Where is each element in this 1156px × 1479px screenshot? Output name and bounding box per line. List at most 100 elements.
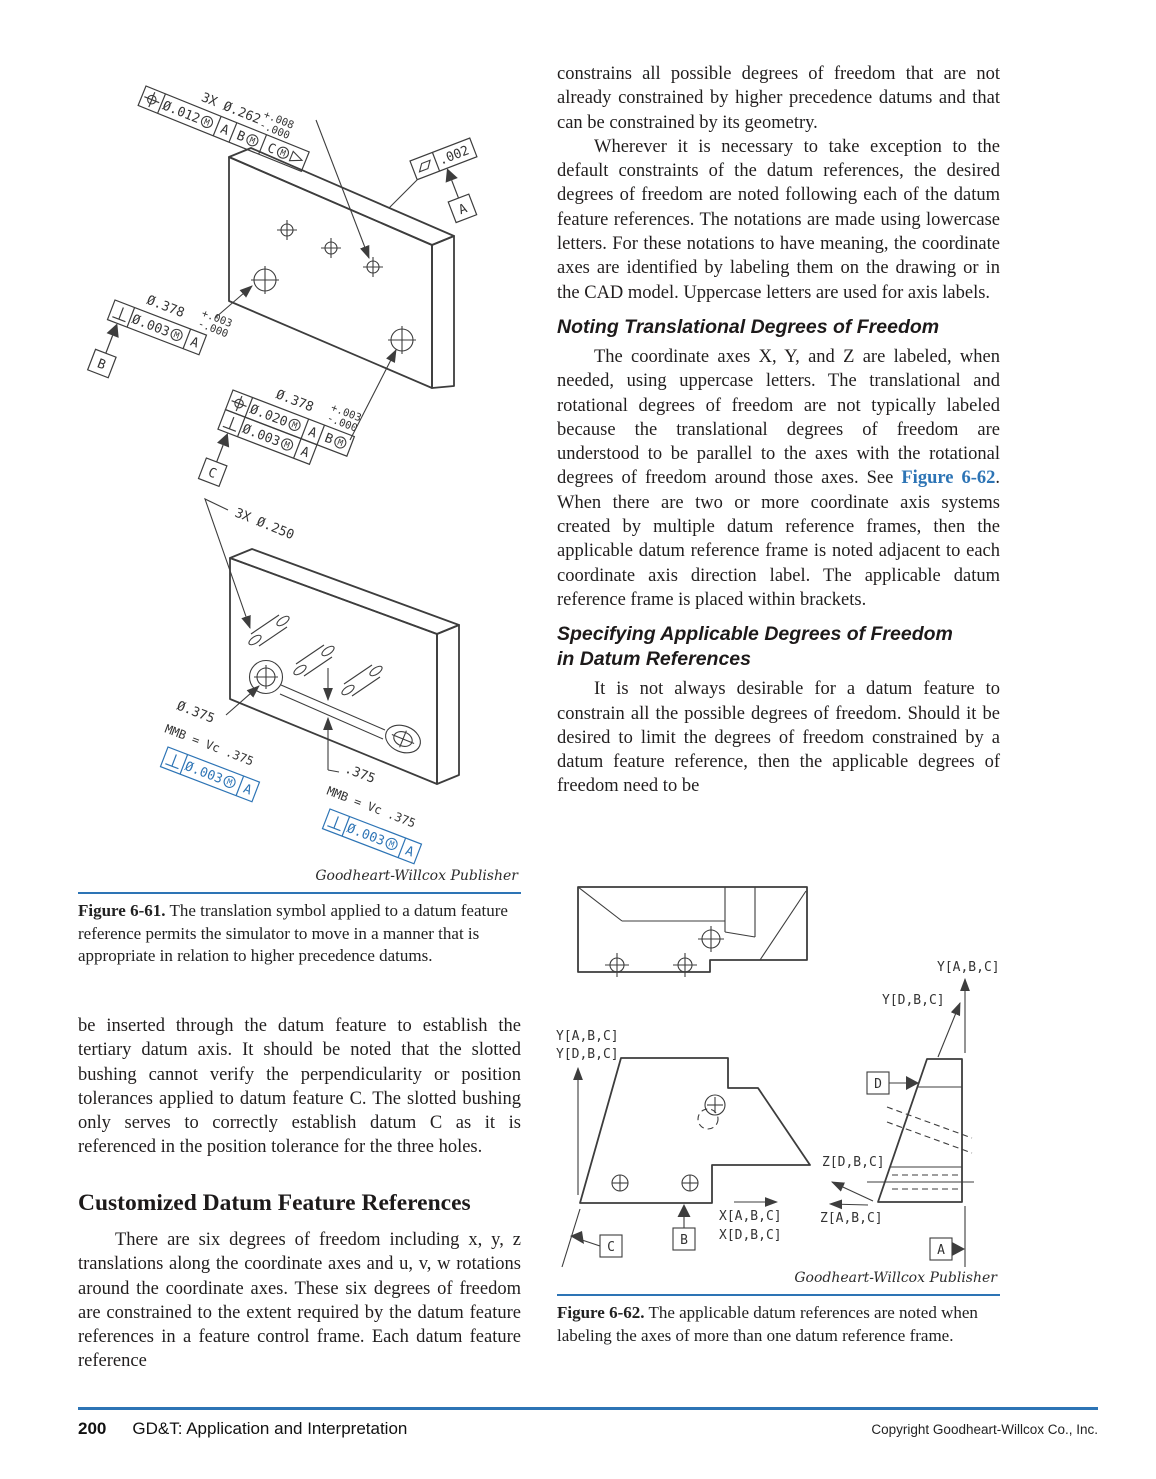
flatness-tolerance: .002 bbox=[437, 143, 472, 168]
figure-6-61-caption-label: Figure 6-61. bbox=[78, 901, 166, 920]
paragraph: Wherever it is necessary to take excepti… bbox=[557, 136, 1000, 303]
svg-text:M: M bbox=[248, 136, 256, 147]
position-symbol-icon bbox=[144, 92, 160, 108]
fcf-datum-a: A bbox=[218, 122, 231, 139]
figure-reference-link[interactable]: Figure 6-62 bbox=[901, 468, 996, 489]
paragraph: constrains all possible degrees of freed… bbox=[557, 64, 1000, 133]
front-view: Y[A,B,C] Y[D,B,C] X[A,B,C] X[D,B,C] B C bbox=[556, 1029, 811, 1268]
paragraph-text: . When there are two or more coordinate … bbox=[557, 468, 1001, 610]
fcf-position-perpendicularity-c: Ø.378 +.003 -.000 Ø.020 M A B M bbox=[197, 387, 363, 488]
figure-6-61-credit: Goodheart-Willcox Publisher bbox=[315, 868, 518, 884]
plate-with-pins bbox=[229, 548, 460, 785]
page-number: 200 bbox=[78, 1419, 107, 1438]
figure-6-62-credit: Goodheart-Willcox Publisher bbox=[794, 1270, 997, 1286]
fcf-datum-a: A bbox=[188, 335, 201, 352]
slotted-hole bbox=[385, 724, 421, 754]
extension-line bbox=[561, 1208, 581, 1268]
pin-dimension: Ø.375 bbox=[175, 699, 217, 727]
figure-6-62-caption-text: The applicable datum references are note… bbox=[557, 1303, 978, 1345]
svg-text:M: M bbox=[278, 148, 286, 159]
section-heading: Customized Datum Feature References bbox=[78, 1190, 471, 1216]
subsection-heading-line2: in Datum References bbox=[557, 648, 751, 671]
footer-rule bbox=[78, 1407, 1098, 1410]
subsection-heading: Specifying Applicable Degrees of Freedom… bbox=[557, 622, 1000, 672]
plate-with-holes bbox=[228, 147, 455, 389]
mmc-modifier-icon: M bbox=[276, 146, 290, 159]
figure-6-61-caption: Figure 6-61. The translation symbol appl… bbox=[78, 900, 510, 968]
figure-6-62-caption-label: Figure 6-62. bbox=[557, 1303, 645, 1322]
axis-label: Y[D,B,C] bbox=[556, 1047, 619, 1062]
left-column-text: be inserted through the datum feature to… bbox=[78, 1014, 521, 1160]
page-footer: 200 GD&T: Application and Interpretation… bbox=[78, 1419, 1098, 1439]
mmc-modifier-icon: M bbox=[334, 436, 347, 449]
leader-line bbox=[315, 119, 370, 260]
mmc-modifier-icon: M bbox=[200, 115, 214, 129]
datum-a-flag: A bbox=[937, 1243, 945, 1258]
axis-label: X[A,B,C] bbox=[719, 1209, 782, 1224]
fcf-pattern-position: Ø.012 M A B M C M 3X Ø.262 +.008 -.000 bbox=[137, 85, 310, 173]
right-column-text: constrains all possible degrees of freed… bbox=[557, 62, 1000, 799]
axis-label: Y[D,B,C] bbox=[882, 993, 945, 1008]
bushing-hole bbox=[248, 659, 284, 695]
figure-6-62-caption: Figure 6-62. The applicable datum refere… bbox=[557, 1302, 1000, 1347]
svg-text:M: M bbox=[290, 420, 298, 431]
y-axis-arrow-tilted bbox=[937, 1001, 961, 1058]
subsection-heading: Noting Translational Degrees of Freedom bbox=[557, 315, 940, 338]
paragraph: The coordinate axes X, Y, and Z are labe… bbox=[557, 345, 1000, 612]
mmc-modifier-icon: M bbox=[385, 837, 398, 851]
datum-triangle bbox=[106, 323, 119, 338]
svg-text:M: M bbox=[202, 117, 210, 128]
mmc-modifier-icon: M bbox=[281, 438, 294, 451]
axis-label: Y[A,B,C] bbox=[556, 1029, 619, 1044]
datum-triangle bbox=[906, 1076, 919, 1090]
mmc-modifier-icon: M bbox=[246, 134, 259, 147]
hole-target-small bbox=[277, 220, 383, 277]
fcf-perpendicularity-b: Ø.378 +.003 -.000 Ø.003 M A B bbox=[86, 293, 234, 379]
translation-symbol-icon bbox=[288, 150, 304, 162]
leader-line bbox=[349, 349, 397, 441]
position-symbol-icon bbox=[231, 395, 247, 412]
left-column-text-2: There are six degrees of freedom includi… bbox=[78, 1228, 521, 1374]
paragraph-text: The coordinate axes X, Y, and Z are labe… bbox=[557, 346, 1000, 489]
slot-dimension: .375 bbox=[343, 762, 378, 787]
fcf-datum-b: B bbox=[322, 431, 335, 448]
caption-rule bbox=[557, 1294, 1000, 1296]
datum-pin bbox=[248, 614, 383, 697]
copyright-notice: Copyright Goodheart-Willcox Co., Inc. bbox=[871, 1422, 1098, 1437]
paragraph: be inserted through the datum feature to… bbox=[78, 1016, 521, 1158]
mmc-modifier-icon: M bbox=[288, 418, 301, 432]
flatness-symbol-icon bbox=[418, 159, 431, 173]
datum-b-flag: B bbox=[680, 1233, 688, 1248]
dimension-elbow bbox=[327, 769, 340, 773]
hole-dimension: Ø.378 bbox=[274, 387, 316, 415]
hole-dimension: Ø.378 bbox=[144, 293, 186, 321]
leader-line bbox=[204, 497, 251, 630]
pin-pattern-callout: 3X Ø.250 bbox=[233, 506, 297, 543]
perpendicularity-symbol-icon bbox=[327, 816, 341, 832]
fcf-flatness: .002 A bbox=[409, 137, 478, 224]
slot-mmb-note: MMB = Vc .375 bbox=[325, 784, 418, 831]
axis-label: X[D,B,C] bbox=[719, 1228, 782, 1243]
fcf-datum-b: B bbox=[234, 128, 247, 145]
svg-text:M: M bbox=[172, 330, 180, 341]
fcf-datum-a: A bbox=[403, 844, 416, 861]
leader-line bbox=[214, 285, 253, 319]
fcf-datum-a: A bbox=[241, 782, 254, 799]
datum-b-flag: B bbox=[95, 357, 108, 374]
mmc-modifier-icon: M bbox=[223, 775, 236, 789]
fcf-datum-a: A bbox=[298, 444, 311, 461]
subsection-heading-line1: Specifying Applicable Degrees of Freedom bbox=[557, 623, 953, 646]
fcf-datum-c: C bbox=[265, 141, 278, 158]
leader-line bbox=[225, 685, 260, 716]
perpendicularity-symbol-icon bbox=[165, 754, 179, 770]
figure-6-61-drawing: Ø.012 M A B M C M 3X Ø.262 +.008 -.000 bbox=[86, 85, 478, 865]
axis-label: Y[A,B,C] bbox=[937, 960, 1000, 975]
slot-edge bbox=[280, 684, 386, 731]
perpendicularity-symbol-icon bbox=[222, 416, 237, 432]
side-view: Y[A,B,C] Y[D,B,C] Z[D,B,C] Z[A,B,C] D A bbox=[820, 960, 1000, 1267]
datum-triangle bbox=[570, 1231, 584, 1244]
top-view bbox=[577, 886, 808, 977]
figure-6-62-drawing: Y[A,B,C] Y[D,B,C] X[A,B,C] X[D,B,C] B C bbox=[556, 886, 1000, 1268]
datum-c-flag: C bbox=[607, 1240, 615, 1255]
perpendicularity-symbol-icon bbox=[112, 307, 126, 323]
